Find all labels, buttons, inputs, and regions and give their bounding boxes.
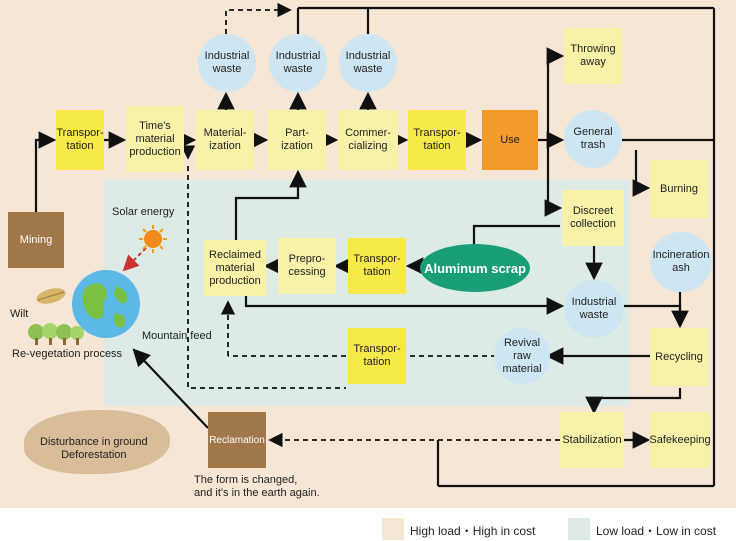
reclamation-box: Reclamation (208, 412, 266, 468)
recycling-box: Recycling (650, 328, 708, 386)
legend-high-label: High load・High in cost (410, 524, 536, 538)
transportation-box-2: Transpor- tation (408, 110, 466, 170)
mountain-feed-label: Mountain feed (142, 330, 212, 342)
disturbance-ground-shape (24, 410, 170, 474)
incineration-ash-circle: Incineration ash (650, 232, 712, 292)
sun-icon (138, 224, 168, 254)
wilt-label: Wilt (10, 308, 29, 320)
preprocessing-box: Prepro- cessing (278, 238, 336, 294)
transportation-box-3: Transpor- tation (348, 238, 406, 294)
partization-box: Part- ization (268, 110, 326, 170)
aluminum-scrap-ellipse: Aluminum scrap (420, 244, 530, 292)
throwing-away-box: Throwing away (564, 28, 622, 84)
disturbance-label: Disturbance in ground Deforestation (40, 436, 148, 461)
times-material-production-box: Time's material production (126, 106, 184, 172)
general-trash-circle: General trash (564, 110, 622, 168)
industrial-waste-circle-1: Industrial waste (198, 34, 256, 92)
solar-energy-label: Solar energy (112, 206, 175, 218)
reclaimed-material-production-box: Reclaimed material production (204, 240, 266, 296)
commercializing-box: Commer- cializing (338, 110, 398, 170)
legend-low-label: Low load・Low in cost (596, 524, 717, 538)
industrial-waste-circle-4: Industrial waste (564, 280, 624, 338)
revival-raw-material-circle: Revival raw material (494, 328, 550, 384)
revegetation-label: Re-vegetation process (12, 348, 123, 360)
discreet-collection-box: Discreet collection (562, 190, 624, 246)
use-box: Use (482, 110, 538, 170)
legend-low-swatch (568, 518, 590, 540)
materialization-box: Material- ization (196, 110, 254, 170)
mining-box: Mining (8, 212, 64, 268)
safekeeping-box: Safekeeping (649, 412, 711, 468)
earth-again-note: The form is changed, and it's in the ear… (194, 474, 320, 499)
industrial-waste-circle-2: Industrial waste (269, 34, 327, 92)
transportation-box-4: Transpor- tation (348, 328, 406, 384)
stabilization-box: Stabilization (560, 412, 624, 468)
legend-high-swatch (382, 518, 404, 540)
industrial-waste-circle-3: Industrial waste (339, 34, 397, 92)
transportation-box-1: Transpor- tation (56, 110, 104, 170)
trees-icon (28, 322, 84, 346)
wilted-leaf-icon (34, 286, 68, 306)
burning-box: Burning (650, 160, 708, 218)
earth-globe-icon (70, 268, 142, 340)
